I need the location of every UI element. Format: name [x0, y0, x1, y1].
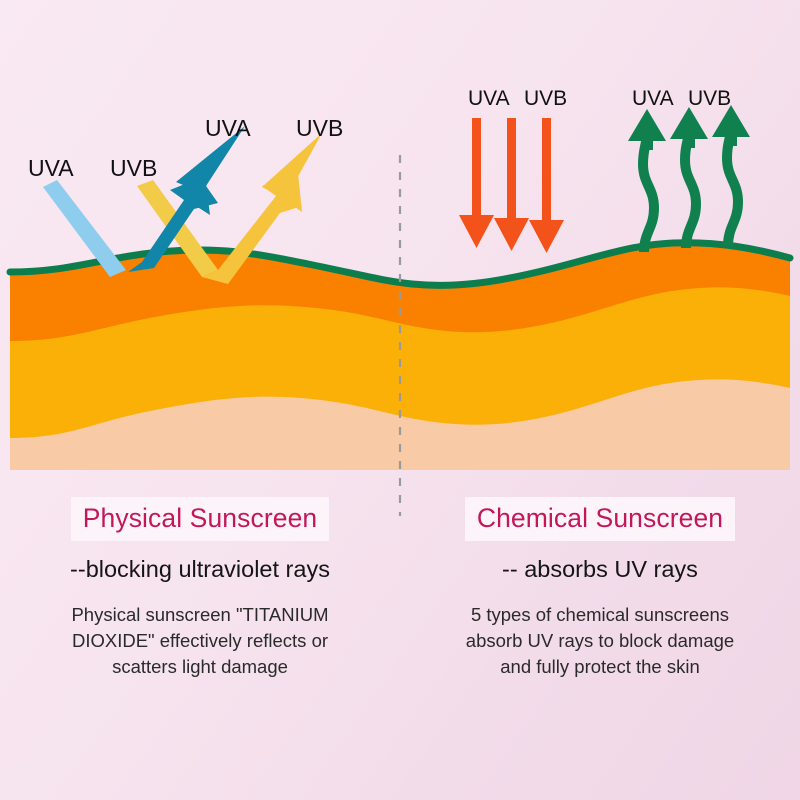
chemical-side-down-arrows: [459, 118, 564, 253]
physical-side-labels: UVA UVB UVA UVB: [28, 115, 343, 181]
label-emit-uva: UVA: [632, 87, 674, 110]
label-reflected-uvb: UVB: [296, 115, 343, 141]
label-emit-uvb: UVB: [688, 87, 731, 110]
physical-subtitle: --blocking ultraviolet rays: [70, 555, 330, 582]
physical-title: Physical Sunscreen: [70, 497, 330, 541]
physical-description: Physical sunscreen "TITANIUM DIOXIDE" ef…: [14, 602, 386, 681]
chemical-description-line-2: absorb UV rays to block damage: [465, 629, 735, 651]
comparison-panels: Physical Sunscreen --blocking ultraviole…: [0, 497, 800, 680]
physical-description-line-1: Physical sunscreen "TITANIUM: [71, 603, 329, 625]
panel-physical-sunscreen: Physical Sunscreen --blocking ultraviole…: [0, 497, 400, 680]
physical-side-arrows: [43, 126, 322, 284]
chemical-description: 5 types of chemical sunscreens absorb UV…: [414, 602, 786, 681]
physical-description-line-2: DIOXIDE" effectively reflects or: [71, 629, 329, 651]
label-absorb-uvb: UVB: [524, 87, 567, 110]
chemical-title: Chemical Sunscreen: [464, 497, 736, 541]
incoming-uva-ray: [43, 180, 126, 277]
reflected-uvb-arrowhead: [262, 133, 322, 218]
panel-chemical-sunscreen: Chemical Sunscreen -- absorbs UV rays 5 …: [400, 497, 800, 680]
chemical-subtitle: -- absorbs UV rays: [502, 555, 698, 582]
reflected-uva-arrowhead: [176, 126, 245, 213]
physical-title-wrap: Physical Sunscreen: [14, 497, 386, 541]
absorb-down-arrow-2: [494, 118, 529, 251]
emit-arrowhead-3: [712, 105, 750, 146]
absorb-down-arrow-1: [459, 118, 494, 248]
chemical-title-wrap: Chemical Sunscreen: [414, 497, 786, 541]
label-incoming-uva: UVA: [28, 155, 74, 181]
label-reflected-uva: UVA: [205, 115, 251, 141]
emit-arrowhead-2: [670, 107, 708, 148]
chemical-description-line-3: and fully protect the skin: [500, 656, 700, 678]
physical-description-line-3: scatters light damage: [112, 656, 288, 678]
label-incoming-uvb: UVB: [110, 155, 157, 181]
absorb-down-arrow-3: [529, 118, 564, 253]
label-absorb-uva: UVA: [468, 87, 510, 110]
chemical-side-labels: UVA UVB UVA UVB: [468, 87, 731, 110]
emit-arrowhead-1: [628, 109, 666, 150]
chemical-description-line-1: 5 types of chemical sunscreens: [470, 603, 730, 625]
chemical-side-wavy-arrowheads: [628, 105, 750, 150]
